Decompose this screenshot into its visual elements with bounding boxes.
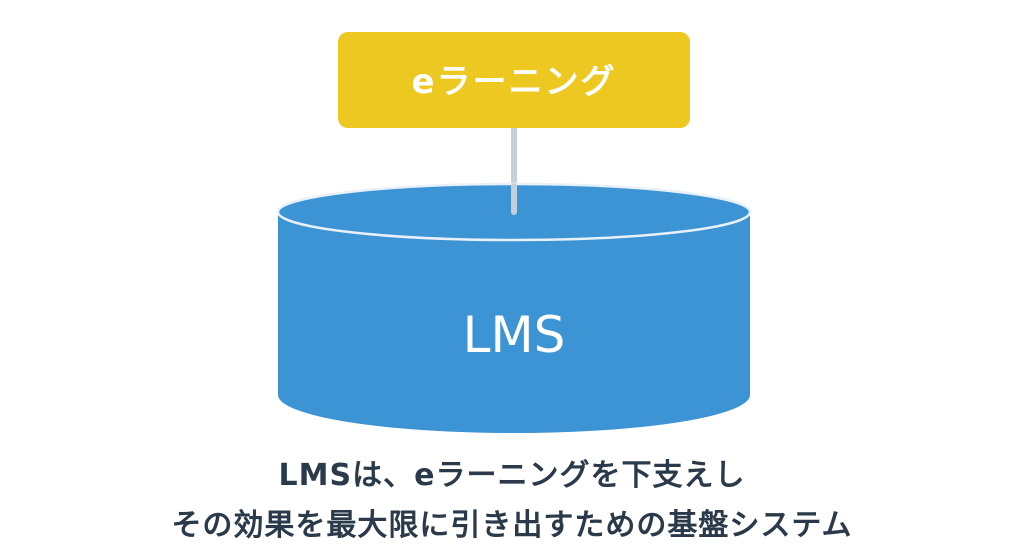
cylinder-label: LMS	[463, 306, 566, 364]
cylinder-body	[278, 212, 750, 433]
caption-line-2: その効果を最大限に引き出すための基盤システム	[171, 508, 853, 543]
lms-cylinder: LMS	[276, 182, 752, 433]
elearning-box-bg	[338, 32, 690, 128]
elearning-box-label: eラーニング	[411, 62, 616, 102]
caption-line-1: LMSは、eラーニングを下支えし	[278, 458, 746, 493]
elearning-box: eラーニング	[338, 32, 690, 128]
